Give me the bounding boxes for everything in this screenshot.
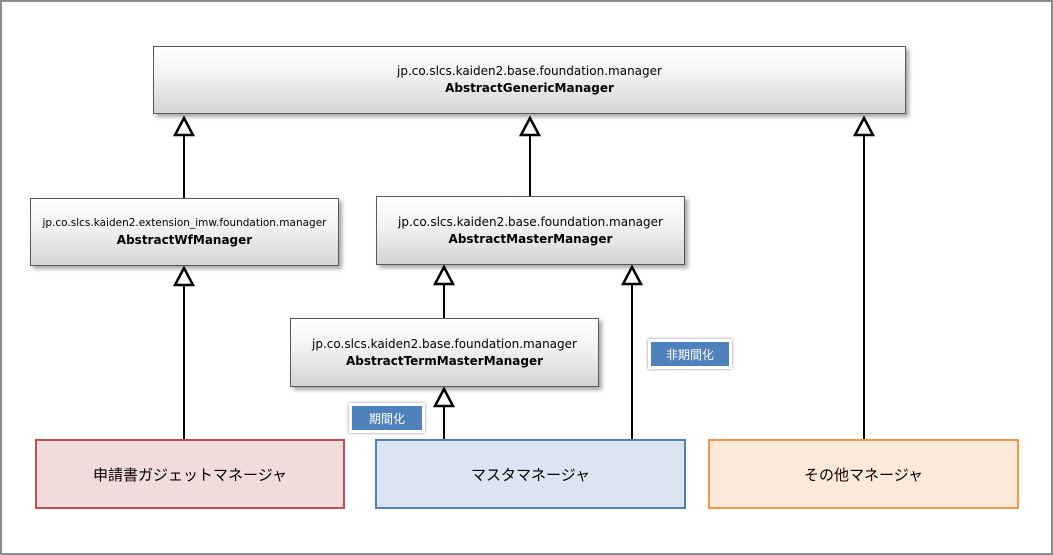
inheritance-arrowhead — [518, 115, 542, 137]
master-manager-label: マスタマネージャ — [471, 465, 590, 484]
class-name: AbstractTermMasterManager — [345, 353, 544, 368]
inheritance-arrowhead — [172, 265, 196, 287]
package-name: jp.co.slcs.kaiden2.base.foundation.manag… — [398, 214, 663, 229]
inheritance-arrowhead — [172, 115, 196, 137]
inheritance-arrowhead — [852, 115, 876, 137]
inheritance-arrowhead — [620, 264, 644, 286]
master-manager-box: マスタマネージャ — [375, 439, 686, 509]
tag-periodic: 期間化 — [349, 403, 425, 433]
class-name: AbstractWfManager — [116, 233, 253, 247]
class-name: AbstractMasterManager — [448, 231, 613, 246]
gadget-manager-box: 申請書ガジェットマネージャ — [35, 439, 345, 509]
package-name: jp.co.slcs.kaiden2.base.foundation.manag… — [312, 336, 577, 351]
other-manager-box: その他マネージャ — [708, 439, 1019, 509]
class-abstract-wf-manager: jp.co.slcs.kaiden2.extension_imw.foundat… — [30, 198, 339, 266]
gadget-manager-label: 申請書ガジェットマネージャ — [93, 465, 287, 484]
inheritance-arrowhead — [432, 264, 456, 286]
package-name: jp.co.slcs.kaiden2.extension_imw.foundat… — [42, 217, 327, 229]
class-name: AbstractGenericManager — [445, 81, 614, 95]
tag-non-periodic: 非期間化 — [648, 339, 732, 369]
class-abstract-master-manager: jp.co.slcs.kaiden2.base.foundation.manag… — [376, 196, 685, 265]
class-abstract-term-master-manager: jp.co.slcs.kaiden2.base.foundation.manag… — [290, 318, 599, 387]
class-abstract-generic-manager: jp.co.slcs.kaiden2.base.foundation.manag… — [153, 46, 906, 114]
package-name: jp.co.slcs.kaiden2.base.foundation.manag… — [397, 64, 662, 78]
other-manager-label: その他マネージャ — [804, 465, 923, 484]
inheritance-arrowhead — [432, 386, 456, 408]
